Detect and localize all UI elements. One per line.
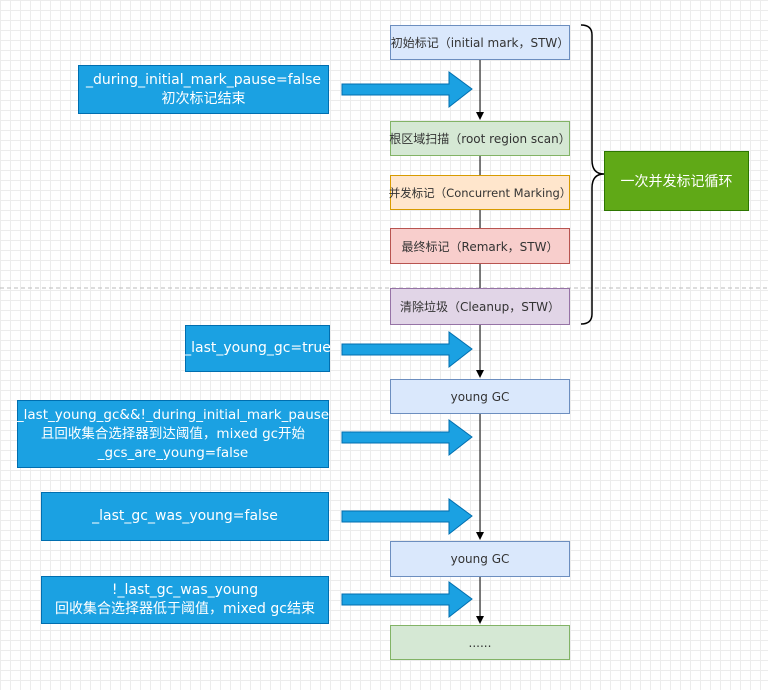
note-line: _last_gc_was_young=false bbox=[92, 508, 278, 524]
note-line: _during_initial_mark_pause=false bbox=[85, 71, 322, 88]
step-initial-mark: 初始标记（initial mark，STW） bbox=[390, 25, 570, 60]
step-young-gc: young GC bbox=[390, 541, 570, 577]
note-line: !_last_gc_was_young bbox=[111, 582, 259, 598]
step-remark: 最终标记（Remark，STW） bbox=[390, 228, 570, 264]
note-line: _last_young_gc=true bbox=[184, 340, 331, 356]
block-arrow bbox=[341, 71, 473, 109]
step-ellipsis: ...... bbox=[390, 625, 570, 660]
note-mixed-gc-end: !_last_gc_was_young 回收集合选择器低于阈值，mixed gc… bbox=[41, 576, 329, 624]
concurrent-mark-cycle-label: 一次并发标记循环 bbox=[604, 151, 749, 211]
block-arrow bbox=[341, 498, 473, 536]
cycle-brace bbox=[580, 24, 605, 325]
step-concurrent-marking: 并发标记（Concurrent Marking） bbox=[389, 175, 571, 210]
note-line: 回收集合选择器低于阈值，mixed gc结束 bbox=[55, 601, 315, 617]
note-line: 且回收集合选择器到达阈值，mixed gc开始 bbox=[40, 425, 306, 442]
note-line: _last_young_gc&&!_during_initial_mark_pa… bbox=[16, 406, 330, 423]
note-line: 初次标记结束 bbox=[161, 90, 246, 107]
step-cleanup: 清除垃圾（Cleanup，STW） bbox=[390, 288, 570, 325]
note-last-young-gc: _last_young_gc=true bbox=[184, 325, 331, 372]
note-line: _gcs_are_young=false bbox=[97, 444, 249, 461]
block-arrow bbox=[341, 331, 473, 369]
note-initial-mark-end: _during_initial_mark_pause=false 初次标记结束 bbox=[78, 65, 329, 114]
note-last-gc-was-young-false: _last_gc_was_young=false bbox=[41, 492, 329, 541]
note-mixed-gc-start: _last_young_gc&&!_during_initial_mark_pa… bbox=[17, 400, 329, 468]
step-young-gc: young GC bbox=[390, 379, 570, 414]
block-arrow bbox=[341, 581, 473, 619]
block-arrow bbox=[341, 419, 473, 457]
step-root-region-scan: 根区域扫描（root region scan） bbox=[389, 121, 571, 156]
